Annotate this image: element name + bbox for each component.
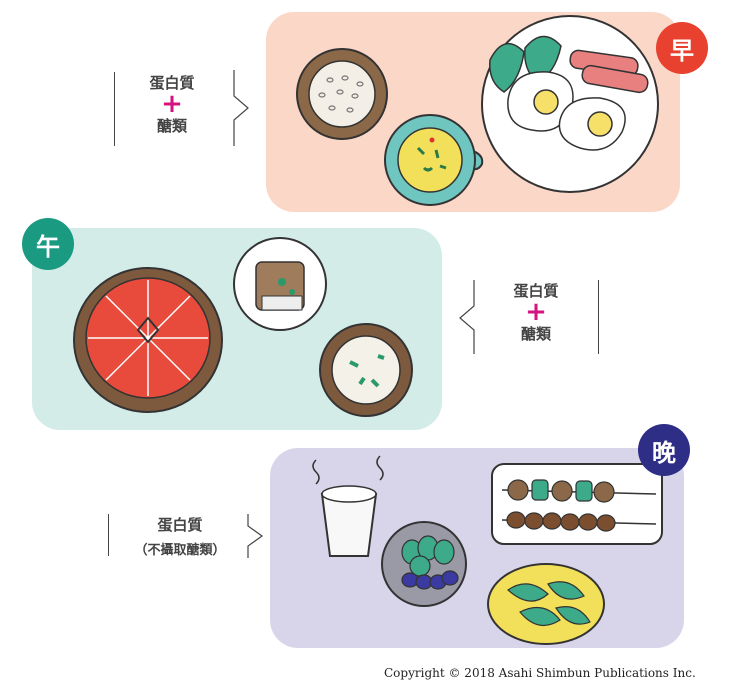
breakfast-label-carbs: 醣類 — [156, 117, 187, 135]
pickles-plate-icon — [381, 521, 467, 607]
skewers-plate-icon — [491, 463, 663, 545]
rice-bowl-icon — [296, 48, 388, 140]
breakfast-nutrient-label: 蛋白質 + 醣類 — [130, 72, 214, 136]
lunch-label-protein: 蛋白質 — [513, 282, 559, 300]
dinner-label-protein: 蛋白質 — [157, 516, 203, 534]
soup-cup-icon — [384, 114, 484, 206]
dinner-label-divider — [108, 514, 109, 556]
tofu-bowl-icon — [233, 237, 327, 331]
lunch-badge: 午 — [22, 218, 74, 270]
lunch-nutrient-label: 蛋白質 + 醣類 — [494, 280, 578, 344]
steam-icon — [312, 455, 384, 485]
dinner-nutrient-label: 蛋白質 （不攝取醣類） — [118, 514, 242, 558]
breakfast-badge: 早 — [656, 22, 708, 74]
pizza-icon — [73, 267, 223, 413]
plus-icon: + — [161, 89, 183, 119]
lunch-label-divider — [598, 280, 599, 354]
dinner-label-no-carbs: （不攝取醣類） — [134, 543, 226, 558]
milk-glass-icon — [320, 485, 378, 557]
copyright-text: Copyright © 2018 Asahi Shimbun Publicati… — [384, 666, 696, 680]
edamame-plate-icon — [487, 563, 605, 645]
soup-bowl-icon — [319, 323, 413, 417]
dinner-badge: 晚 — [638, 424, 690, 476]
breakfast-label-divider — [114, 72, 115, 146]
egg-plate-icon — [481, 15, 659, 193]
plus-icon: + — [525, 297, 547, 327]
breakfast-label-protein: 蛋白質 — [149, 74, 195, 92]
lunch-label-carbs: 醣類 — [520, 325, 551, 343]
